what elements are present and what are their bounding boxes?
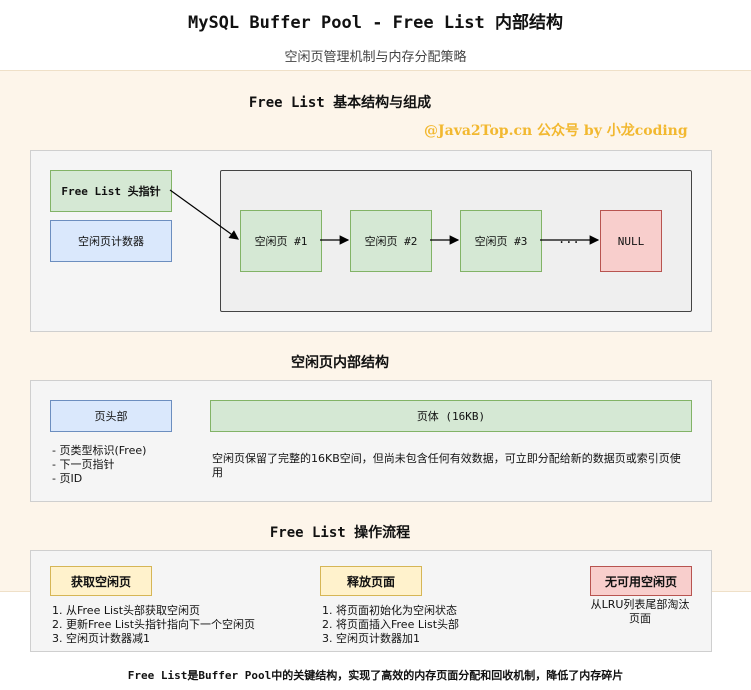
release-page-box: 释放页面 <box>320 566 422 596</box>
no-free-page-box: 无可用空闲页 <box>590 566 692 596</box>
counter-box: 空闲页计数器 <box>50 220 172 262</box>
release-step-2: 2. 将页面插入Free List头部 <box>322 618 460 631</box>
header-field-next: - 下一页指针 <box>52 458 115 471</box>
diagram-subtitle: 空闲页管理机制与内存分配策略 <box>284 50 467 65</box>
null-node: NULL <box>600 210 662 272</box>
section1-title: Free List 基本结构与组成 <box>248 95 432 111</box>
header-field-id: - 页ID <box>52 472 83 485</box>
get-free-page-steps: 1. 从Free List头部获取空闲页 2. 更新Free List头指针指向… <box>52 604 312 646</box>
diagram-title: MySQL Buffer Pool - Free List 内部结构 <box>187 13 564 33</box>
free-page-node-2: 空闲页 #2 <box>350 210 432 272</box>
page-header-fields: - 页类型标识(Free) - 下一页指针 - 页ID <box>52 444 202 486</box>
ellipsis-label: ... <box>558 232 580 246</box>
footer-note: Free List是Buffer Pool中的关键结构，实现了高效的内存页面分配… <box>127 669 624 682</box>
get-step-3: 3. 空闲页计数器减1 <box>52 632 150 645</box>
free-page-node-1: 空闲页 #1 <box>240 210 322 272</box>
release-page-steps: 1. 将页面初始化为空闲状态 2. 将页面插入Free List头部 3. 空闲… <box>322 604 552 646</box>
page-header-box: 页头部 <box>50 400 172 432</box>
page-body-description: 空闲页保留了完整的16KB空间，但尚未包含任何有效数据，可立即分配给新的数据页或… <box>212 452 681 479</box>
get-step-2: 2. 更新Free List头指针指向下一个空闲页 <box>52 618 256 631</box>
page-body-box: 页体 (16KB) <box>210 400 692 432</box>
header-field-type: - 页类型标识(Free) <box>52 444 147 457</box>
release-step-1: 1. 将页面初始化为空闲状态 <box>322 604 457 617</box>
head-pointer-box: Free List 头指针 <box>50 170 172 212</box>
arrow-head-to-node1 <box>169 189 239 240</box>
release-step-3: 3. 空闲页计数器加1 <box>322 632 420 645</box>
get-free-page-box: 获取空闲页 <box>50 566 152 596</box>
no-free-page-desc: 从LRU列表尾部淘汰页面 <box>590 598 690 625</box>
section2-title: 空闲页内部结构 <box>291 355 389 371</box>
watermark: @Java2Top.cn 公众号 by 小龙coding <box>424 123 688 139</box>
section3-title: Free List 操作流程 <box>269 525 411 541</box>
get-step-1: 1. 从Free List头部获取空闲页 <box>52 604 201 617</box>
free-page-node-3: 空闲页 #3 <box>460 210 542 272</box>
